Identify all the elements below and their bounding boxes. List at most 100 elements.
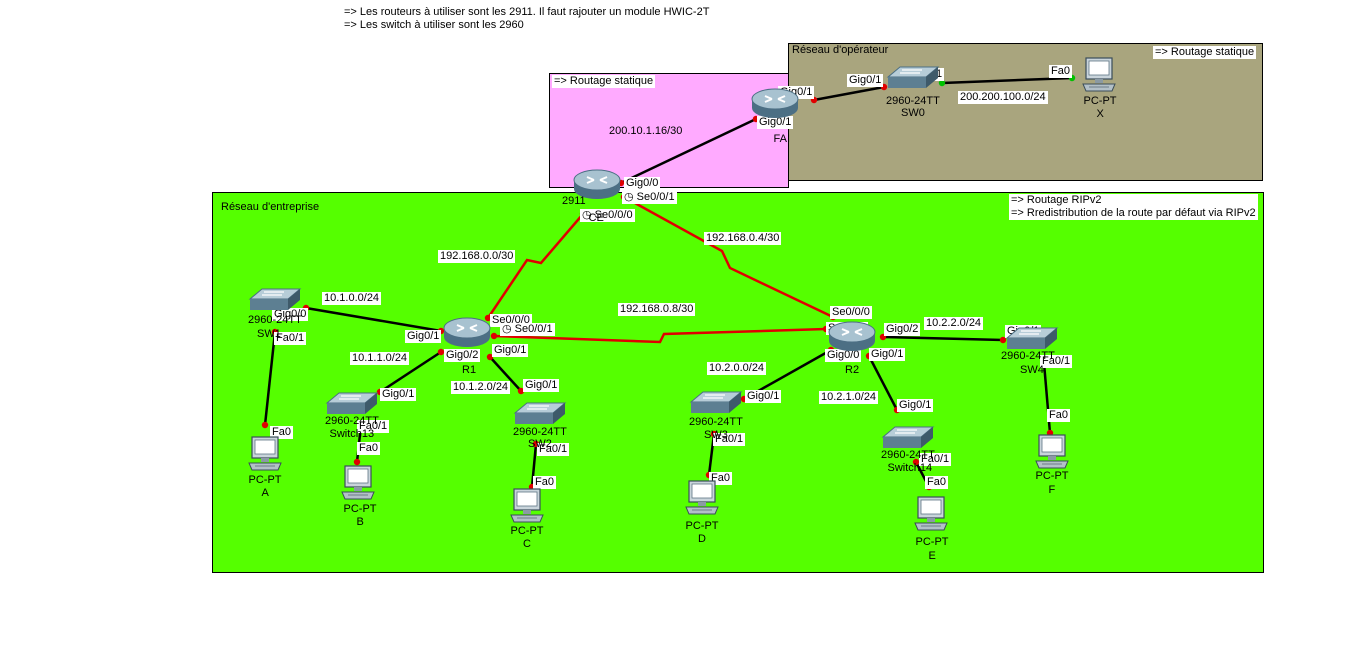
device-name-label: B: [356, 516, 364, 528]
subnet-label: 10.2.2.0/24: [924, 317, 984, 330]
port-label-SW2: Fa0/1: [537, 443, 570, 456]
port-label-CE: ◷ Se0/0/0: [580, 209, 635, 222]
pc-A[interactable]: [247, 436, 283, 472]
pc-X[interactable]: [1081, 57, 1117, 93]
switch-SW0[interactable]: [886, 66, 940, 90]
router-CE[interactable]: [572, 169, 622, 201]
switch-icon: [325, 392, 379, 414]
device-name-label: R2: [845, 364, 860, 376]
switch-SW1[interactable]: [248, 288, 302, 312]
link-R1-SW1[interactable]: [305, 306, 442, 333]
pc-icon: [685, 480, 719, 515]
switch-Switch13[interactable]: [325, 392, 379, 416]
device-model-label: 2960-24TT: [325, 415, 379, 427]
port-label-SW4: Fa0/1: [1040, 355, 1073, 368]
switch-icon: [1005, 327, 1059, 349]
device-name-label: SW3: [704, 429, 728, 441]
link-SW4-F[interactable]: [1042, 362, 1052, 434]
device-name-label: Switch14: [887, 462, 933, 474]
subnet-label: 10.1.0.0/24: [322, 292, 382, 305]
pc-B[interactable]: [340, 465, 376, 501]
port-label-SW2: Gig0/1: [523, 379, 560, 392]
device-model-label: 2960-24TT: [689, 416, 743, 428]
device-model-label: PC-PT: [685, 520, 719, 532]
pc-E[interactable]: [913, 496, 949, 532]
router-icon: [751, 88, 799, 118]
link-FAI-SW0[interactable]: [813, 85, 885, 102]
link-R2-SW4[interactable]: [882, 335, 1004, 342]
link-SW2-C[interactable]: [530, 443, 538, 488]
device-name-label: C: [523, 538, 531, 550]
link-CE-R1[interactable]: [486, 213, 584, 319]
switch-SW2[interactable]: [513, 402, 567, 426]
device-name-label: FAI: [773, 133, 791, 145]
link-R1-R2[interactable]: [493, 327, 827, 344]
port-led: [437, 348, 445, 356]
pc-F[interactable]: [1034, 434, 1070, 470]
port-label-E: Fa0: [925, 476, 948, 489]
device-name-label: A: [261, 487, 269, 499]
subnet-label: 192.168.0.4/30: [704, 232, 782, 245]
pc-icon: [1035, 434, 1069, 469]
port-label-R2: Gig0/0: [825, 349, 862, 362]
port-label-SW3: Fa0/1: [713, 433, 746, 446]
switch-SW4[interactable]: [1005, 327, 1059, 351]
link-SW0-X[interactable]: [941, 76, 1073, 85]
enterprise-area-title: Réseau d'entreprise: [221, 201, 320, 213]
port-led: [490, 332, 498, 340]
link-SW1-A[interactable]: [263, 331, 277, 426]
enterprise-note-line-2: => Rredistribution de la route par défau…: [1011, 207, 1256, 219]
port-label-FAI: Gig0/1: [757, 116, 794, 129]
switch-Switch14[interactable]: [881, 426, 935, 450]
switch-icon: [248, 288, 302, 310]
port-label-R2: Gig0/1: [869, 348, 906, 361]
pc-icon: [1082, 57, 1116, 92]
switch-icon: [881, 426, 935, 448]
port-led: [938, 79, 946, 87]
router-FAI[interactable]: [750, 88, 800, 120]
port-label-CE: ◷ Se0/0/1: [622, 191, 677, 204]
pc-icon: [248, 436, 282, 471]
link-R2-Switch14[interactable]: [867, 355, 899, 411]
device-model-label: PC-PT: [343, 503, 377, 515]
link-CE-R2[interactable]: [623, 195, 834, 319]
device-model-label: 2960-24TT: [881, 449, 935, 461]
router-R2[interactable]: [827, 321, 877, 353]
link-R1-Switch13[interactable]: [379, 350, 442, 394]
port-label-R2: Se0/0/0: [830, 306, 872, 319]
port-label-X: Fa0: [1049, 65, 1072, 78]
pc-D[interactable]: [684, 480, 720, 516]
operator-network-area[interactable]: Réseau d'opérateur => Routage statique: [788, 43, 1263, 181]
switch-SW3[interactable]: [689, 391, 743, 415]
subnet-label: 192.168.0.8/30: [618, 303, 696, 316]
port-label-A: Fa0: [270, 426, 293, 439]
device-name-label: E: [928, 550, 936, 562]
subnet-label: 200.10.1.16/30: [609, 125, 683, 137]
pink-static-routing-area[interactable]: => Routage statique: [549, 73, 789, 188]
pc-icon: [341, 465, 375, 500]
operator-area-title: Réseau d'opérateur: [792, 44, 889, 56]
subnet-label: 200.200.100.0/24: [958, 91, 1048, 104]
device-name-label: SW2: [528, 438, 552, 450]
router-R1[interactable]: [442, 317, 492, 349]
device-name-label: X: [1096, 108, 1104, 120]
link-R1-SW2[interactable]: [489, 356, 522, 392]
port-led: [486, 353, 494, 361]
enterprise-network-area[interactable]: Réseau d'entreprise => Routage RIPv2 => …: [212, 192, 1264, 573]
port-label-R1: Gig0/0: [272, 308, 309, 321]
subnet-label: 10.1.2.0/24: [451, 381, 511, 394]
router-icon: [443, 317, 491, 347]
enterprise-area-note: => Routage RIPv2 => Rredistribution de l…: [1009, 194, 1258, 220]
device-name-label: CE: [588, 212, 604, 224]
device-name-label: SW4: [1020, 364, 1044, 376]
link-CE-FAI[interactable]: [620, 117, 757, 185]
pc-C[interactable]: [509, 488, 545, 524]
port-label-SW1: Fa0/1: [274, 332, 307, 345]
subnet-label: 10.2.1.0/24: [819, 391, 879, 404]
port-label-R1: ◷ Se0/0/1: [500, 323, 555, 336]
subnet-label: 10.2.0.0/24: [707, 362, 767, 375]
top-note-switches: => Les switch à utiliser sont les 2960: [341, 18, 527, 32]
port-led: [261, 421, 269, 429]
operator-area-note: => Routage statique: [1153, 46, 1257, 59]
